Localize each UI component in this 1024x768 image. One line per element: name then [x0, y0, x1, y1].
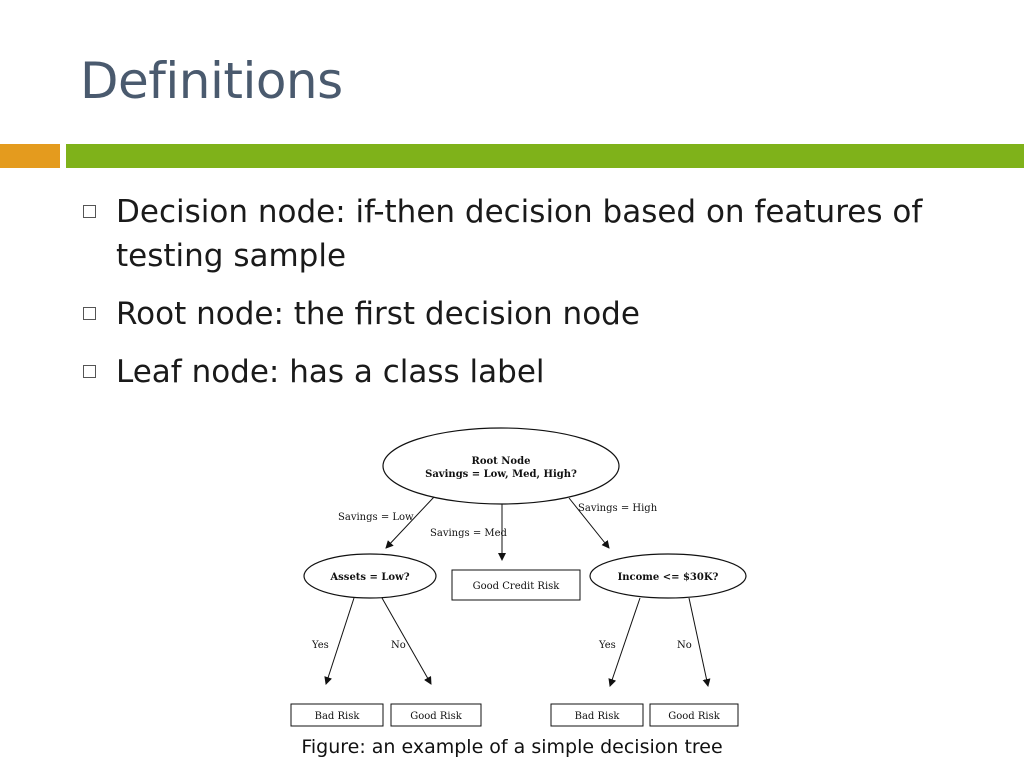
edge-low: [385, 496, 435, 549]
leaf-good-risk: [649, 703, 739, 727]
leaf-label: Bad Risk: [575, 711, 621, 722]
bullet-item: Decision node: if-then decision based on…: [80, 190, 980, 278]
edge-label-med: Savings = Med: [430, 528, 508, 539]
edge-label-no-left: No: [391, 640, 406, 651]
leaf-label: Bad Risk: [315, 711, 361, 722]
edge-assets-yes: [324, 597, 355, 685]
figure-caption: Figure: an example of a simple decision …: [0, 736, 1024, 758]
edge-label-yes-left: Yes: [311, 640, 329, 651]
leaf-bad-risk: [550, 703, 644, 727]
edge-high: [568, 497, 610, 549]
bullet-item: Leaf node: has a class label: [80, 350, 980, 394]
root-node-title: Root Node: [472, 456, 531, 467]
income-node-label: Income <= $30K?: [618, 572, 719, 583]
assets-node-label: Assets = Low?: [329, 572, 409, 583]
edge-label-high: Savings = High: [578, 503, 658, 514]
root-node-question: Savings = Low, Med, High?: [425, 469, 577, 480]
edge-label-yes-right: Yes: [598, 640, 616, 651]
assets-node: [303, 553, 437, 599]
leaf-label: Good Risk: [668, 711, 720, 722]
edge-label-no-right: No: [677, 640, 692, 651]
slide-title: Definitions: [80, 52, 343, 110]
bullet-text: Leaf node: has a class label: [116, 354, 545, 390]
edge-income-yes: [608, 597, 641, 687]
bullet-item: Root node: the first decision node: [80, 292, 980, 336]
leaf-label: Good Risk: [410, 711, 462, 722]
square-bullet-icon: [83, 307, 96, 320]
credit-leaf: [451, 569, 581, 601]
edge-label-low: Savings = Low: [338, 512, 414, 523]
leaf-good-risk: [390, 703, 482, 727]
credit-leaf-label: Good Credit Risk: [473, 581, 561, 592]
square-bullet-icon: [83, 365, 96, 378]
decision-tree-diagram: Root Node Savings = Low, Med, High? Savi…: [290, 427, 747, 727]
income-node: [589, 553, 747, 599]
figure-caption-text: Figure: an example of a simple decision …: [301, 736, 723, 758]
root-node: [382, 427, 620, 505]
accent-bar-orange: [0, 144, 60, 168]
leaf-bad-risk: [290, 703, 384, 727]
edge-income-no: [688, 597, 711, 687]
bullet-list: Decision node: if-then decision based on…: [80, 190, 980, 408]
bullet-text: Decision node: if-then decision based on…: [116, 194, 923, 274]
square-bullet-icon: [83, 205, 96, 218]
edge-assets-no: [381, 597, 432, 685]
accent-bar-green: [66, 144, 1024, 168]
bullet-text: Root node: the first decision node: [116, 296, 640, 332]
